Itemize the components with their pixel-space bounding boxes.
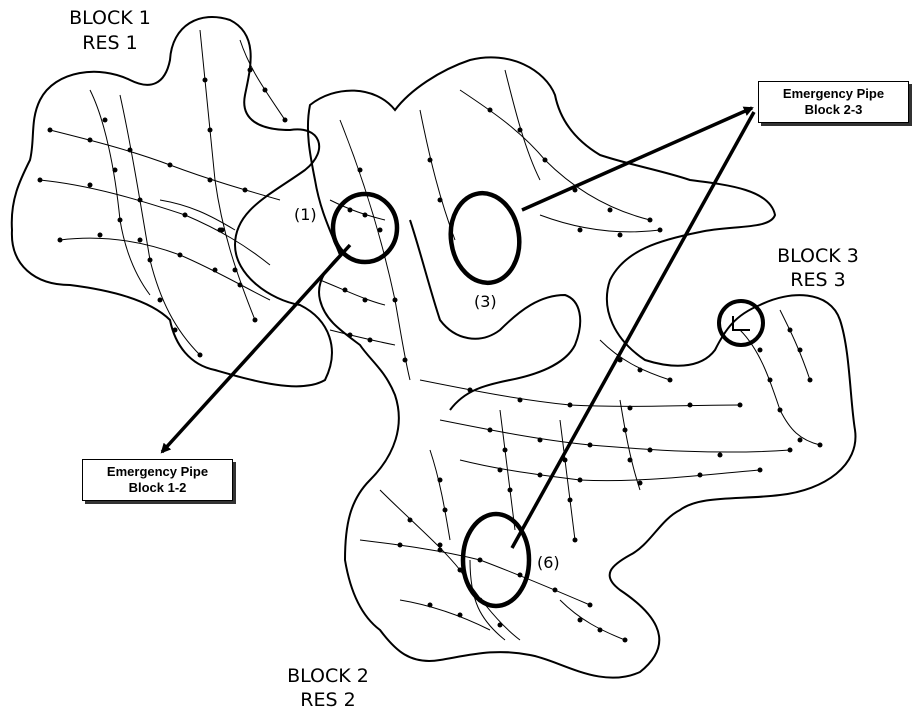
location-3-ellipse xyxy=(448,190,522,286)
block-1-label: BLOCK 1 xyxy=(69,7,151,29)
callout-emergency-pipe-1-2: Emergency Pipe Block 1-2 xyxy=(82,459,233,501)
block-2-res-label: RES 2 xyxy=(300,689,355,711)
block-1-res-label: RES 1 xyxy=(82,32,137,54)
block1-boundary xyxy=(10,15,333,388)
location-1-ellipse xyxy=(330,191,400,265)
reservoir-3-symbol xyxy=(717,299,765,347)
emergency-pipe-arrow-1-2 xyxy=(160,243,352,454)
block-3-label: BLOCK 3 xyxy=(777,245,859,267)
callout-2-3-line1: Emergency Pipe xyxy=(782,86,885,101)
location-6-label: (6) xyxy=(537,553,560,572)
callout-2-3-line2: Block 2-3 xyxy=(804,102,863,117)
location-3-label: (3) xyxy=(474,292,497,311)
block-2-label: BLOCK 2 xyxy=(287,665,369,687)
pipe-network xyxy=(39,29,821,641)
callout-1-2-line1: Emergency Pipe xyxy=(106,464,209,479)
junction-nodes xyxy=(37,67,823,643)
callout-emergency-pipe-2-3: Emergency Pipe Block 2-3 xyxy=(758,81,909,123)
block2-boundary xyxy=(306,56,857,679)
emergency-pipe-arrow-2-3-a xyxy=(521,106,754,212)
location-1-label: (1) xyxy=(294,205,317,224)
location-6-ellipse xyxy=(460,511,532,609)
callout-1-2-line2: Block 1-2 xyxy=(128,480,187,495)
emergency-pipe-arrow-2-3-b xyxy=(510,111,756,549)
block2-inner-channel xyxy=(409,219,582,411)
block-3-res-label: RES 3 xyxy=(790,269,845,291)
